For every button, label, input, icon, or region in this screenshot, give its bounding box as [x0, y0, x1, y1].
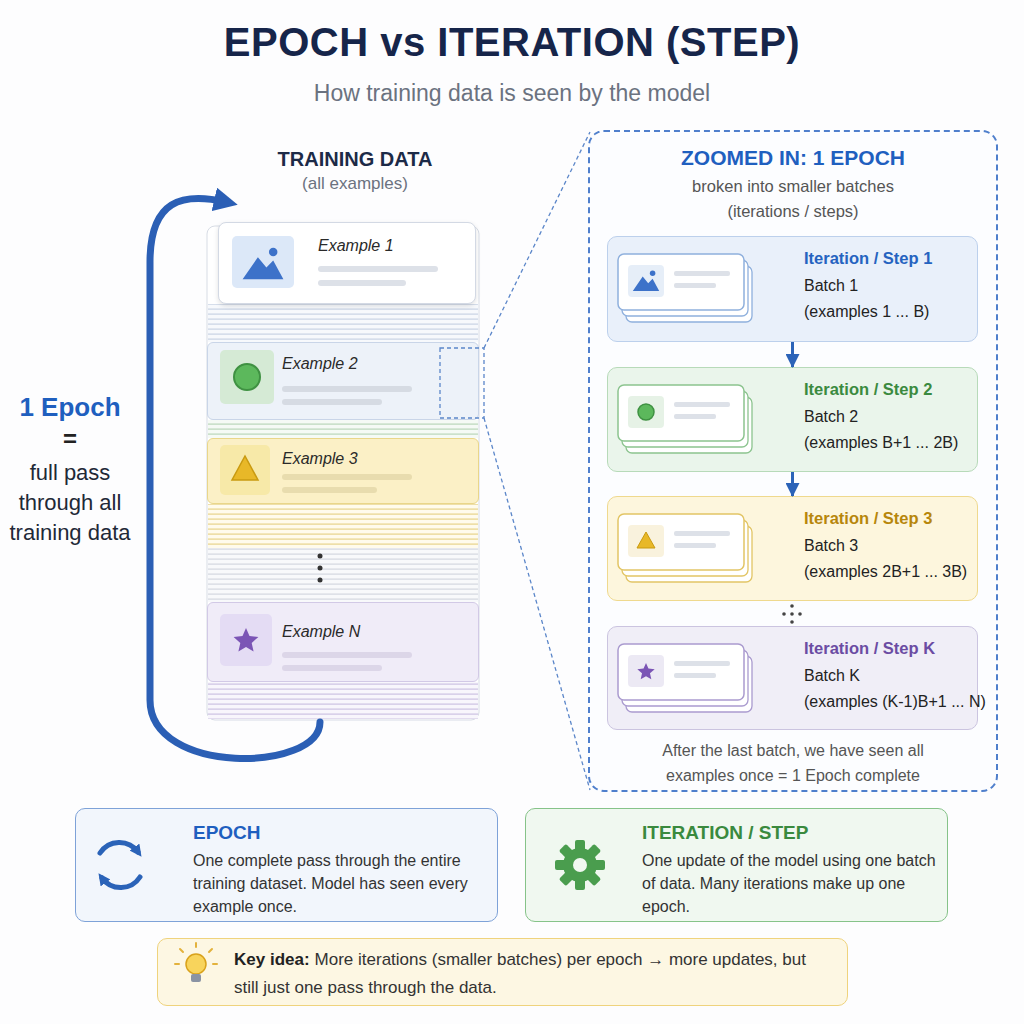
example-1-icon	[232, 236, 438, 288]
stack-layers	[208, 304, 478, 719]
zoom-panel: Iteration / Step 1 Batch 1 (examples 1 ...…	[588, 130, 998, 792]
step-ellipsis	[782, 604, 802, 624]
example-card: Example N	[207, 602, 479, 682]
node-text: Example N	[282, 623, 432, 641]
node-text: Example 3	[282, 450, 432, 468]
step-box: Iteration / Step K Batch K (examples (K-1)…	[607, 626, 978, 730]
node-text: Example 1	[318, 237, 468, 255]
node-text: After the last batch, we have seen all e…	[658, 738, 928, 788]
node-text: One complete pass through the entire tra…	[193, 849, 488, 918]
node-text: One update of the model using one batch …	[642, 849, 937, 918]
node-text: Iteration / Step 2	[804, 380, 976, 399]
example-2-icon	[220, 350, 412, 405]
flow-arrow	[791, 472, 794, 496]
node-text: broken into smaller batches (iterations …	[668, 174, 918, 224]
node-text: Batch 2	[804, 408, 976, 426]
step-box: Iteration / Step 2 Batch 2 (examples B+1 .…	[607, 367, 978, 472]
node-text: Batch 1	[804, 277, 976, 295]
node-text: (examples 1 ... B)	[804, 303, 976, 321]
diagram-title: EPOCH vs ITERATION (STEP)	[0, 20, 1024, 65]
node-text: More iterations (smaller batches) per ep…	[234, 950, 806, 997]
gear-icon	[555, 840, 605, 890]
text-paragraph: Key idea:More iterations (smaller batche…	[234, 946, 834, 1002]
node-text: ITERATION / STEP	[642, 822, 932, 844]
cycle-icon	[100, 842, 140, 887]
batch-1-icon	[618, 254, 752, 322]
node-text: (examples 2B+1 ... 3B)	[804, 563, 976, 581]
key-idea-box: Key idea:More iterations (smaller batche…	[157, 938, 848, 1006]
node-text: Iteration / Step 1	[804, 249, 976, 268]
node-text: EPOCH	[193, 822, 483, 844]
node-text: (all examples)	[210, 174, 500, 194]
node-text: (examples (K-1)B+1 ... N)	[804, 693, 976, 711]
text-label: =	[6, 425, 134, 453]
lightbulb-icon	[175, 943, 217, 982]
flow-arrow	[791, 342, 794, 367]
definition-box: EPOCH One complete pass through the entir…	[75, 808, 498, 922]
example-card: Example 2	[207, 342, 479, 420]
text-label: 1 Epoch	[6, 392, 134, 423]
node-text: (examples B+1 ... 2B)	[804, 434, 976, 452]
example-card: Example 3	[207, 438, 479, 504]
node-text: Key idea:	[234, 950, 310, 969]
text-label: How training data is seen by the model	[0, 80, 1024, 107]
example-3-icon	[220, 445, 412, 495]
example-card: Example 1	[218, 222, 476, 304]
batch-3-icon	[618, 514, 752, 582]
node-text: Example 2	[282, 355, 432, 373]
node-text: Iteration / Step K	[804, 639, 976, 658]
definition-box: ITERATION / STEP One update of the model …	[525, 808, 948, 922]
step-box: Iteration / Step 1 Batch 1 (examples 1 ...…	[607, 236, 978, 342]
node-text: Iteration / Step 3	[804, 509, 976, 528]
node-text: ZOOMED IN: 1 EPOCH	[590, 146, 996, 170]
batch-k-icon	[618, 644, 752, 712]
step-box: Iteration / Step 3 Batch 3 (examples 2B+1 …	[607, 496, 978, 601]
stack-ellipsis	[318, 554, 323, 583]
node-text: Batch 3	[804, 537, 976, 555]
text-label: full pass through all training data	[6, 458, 134, 548]
zoom-indicator	[440, 132, 590, 790]
node-text: Batch K	[804, 667, 976, 685]
batch-2-icon	[618, 385, 752, 453]
node-text: TRAINING DATA	[210, 148, 500, 171]
data-stack-group: Example 1 Example 2 Example 3 Example N TRAI…	[210, 140, 500, 725]
example-n-icon	[220, 614, 412, 671]
